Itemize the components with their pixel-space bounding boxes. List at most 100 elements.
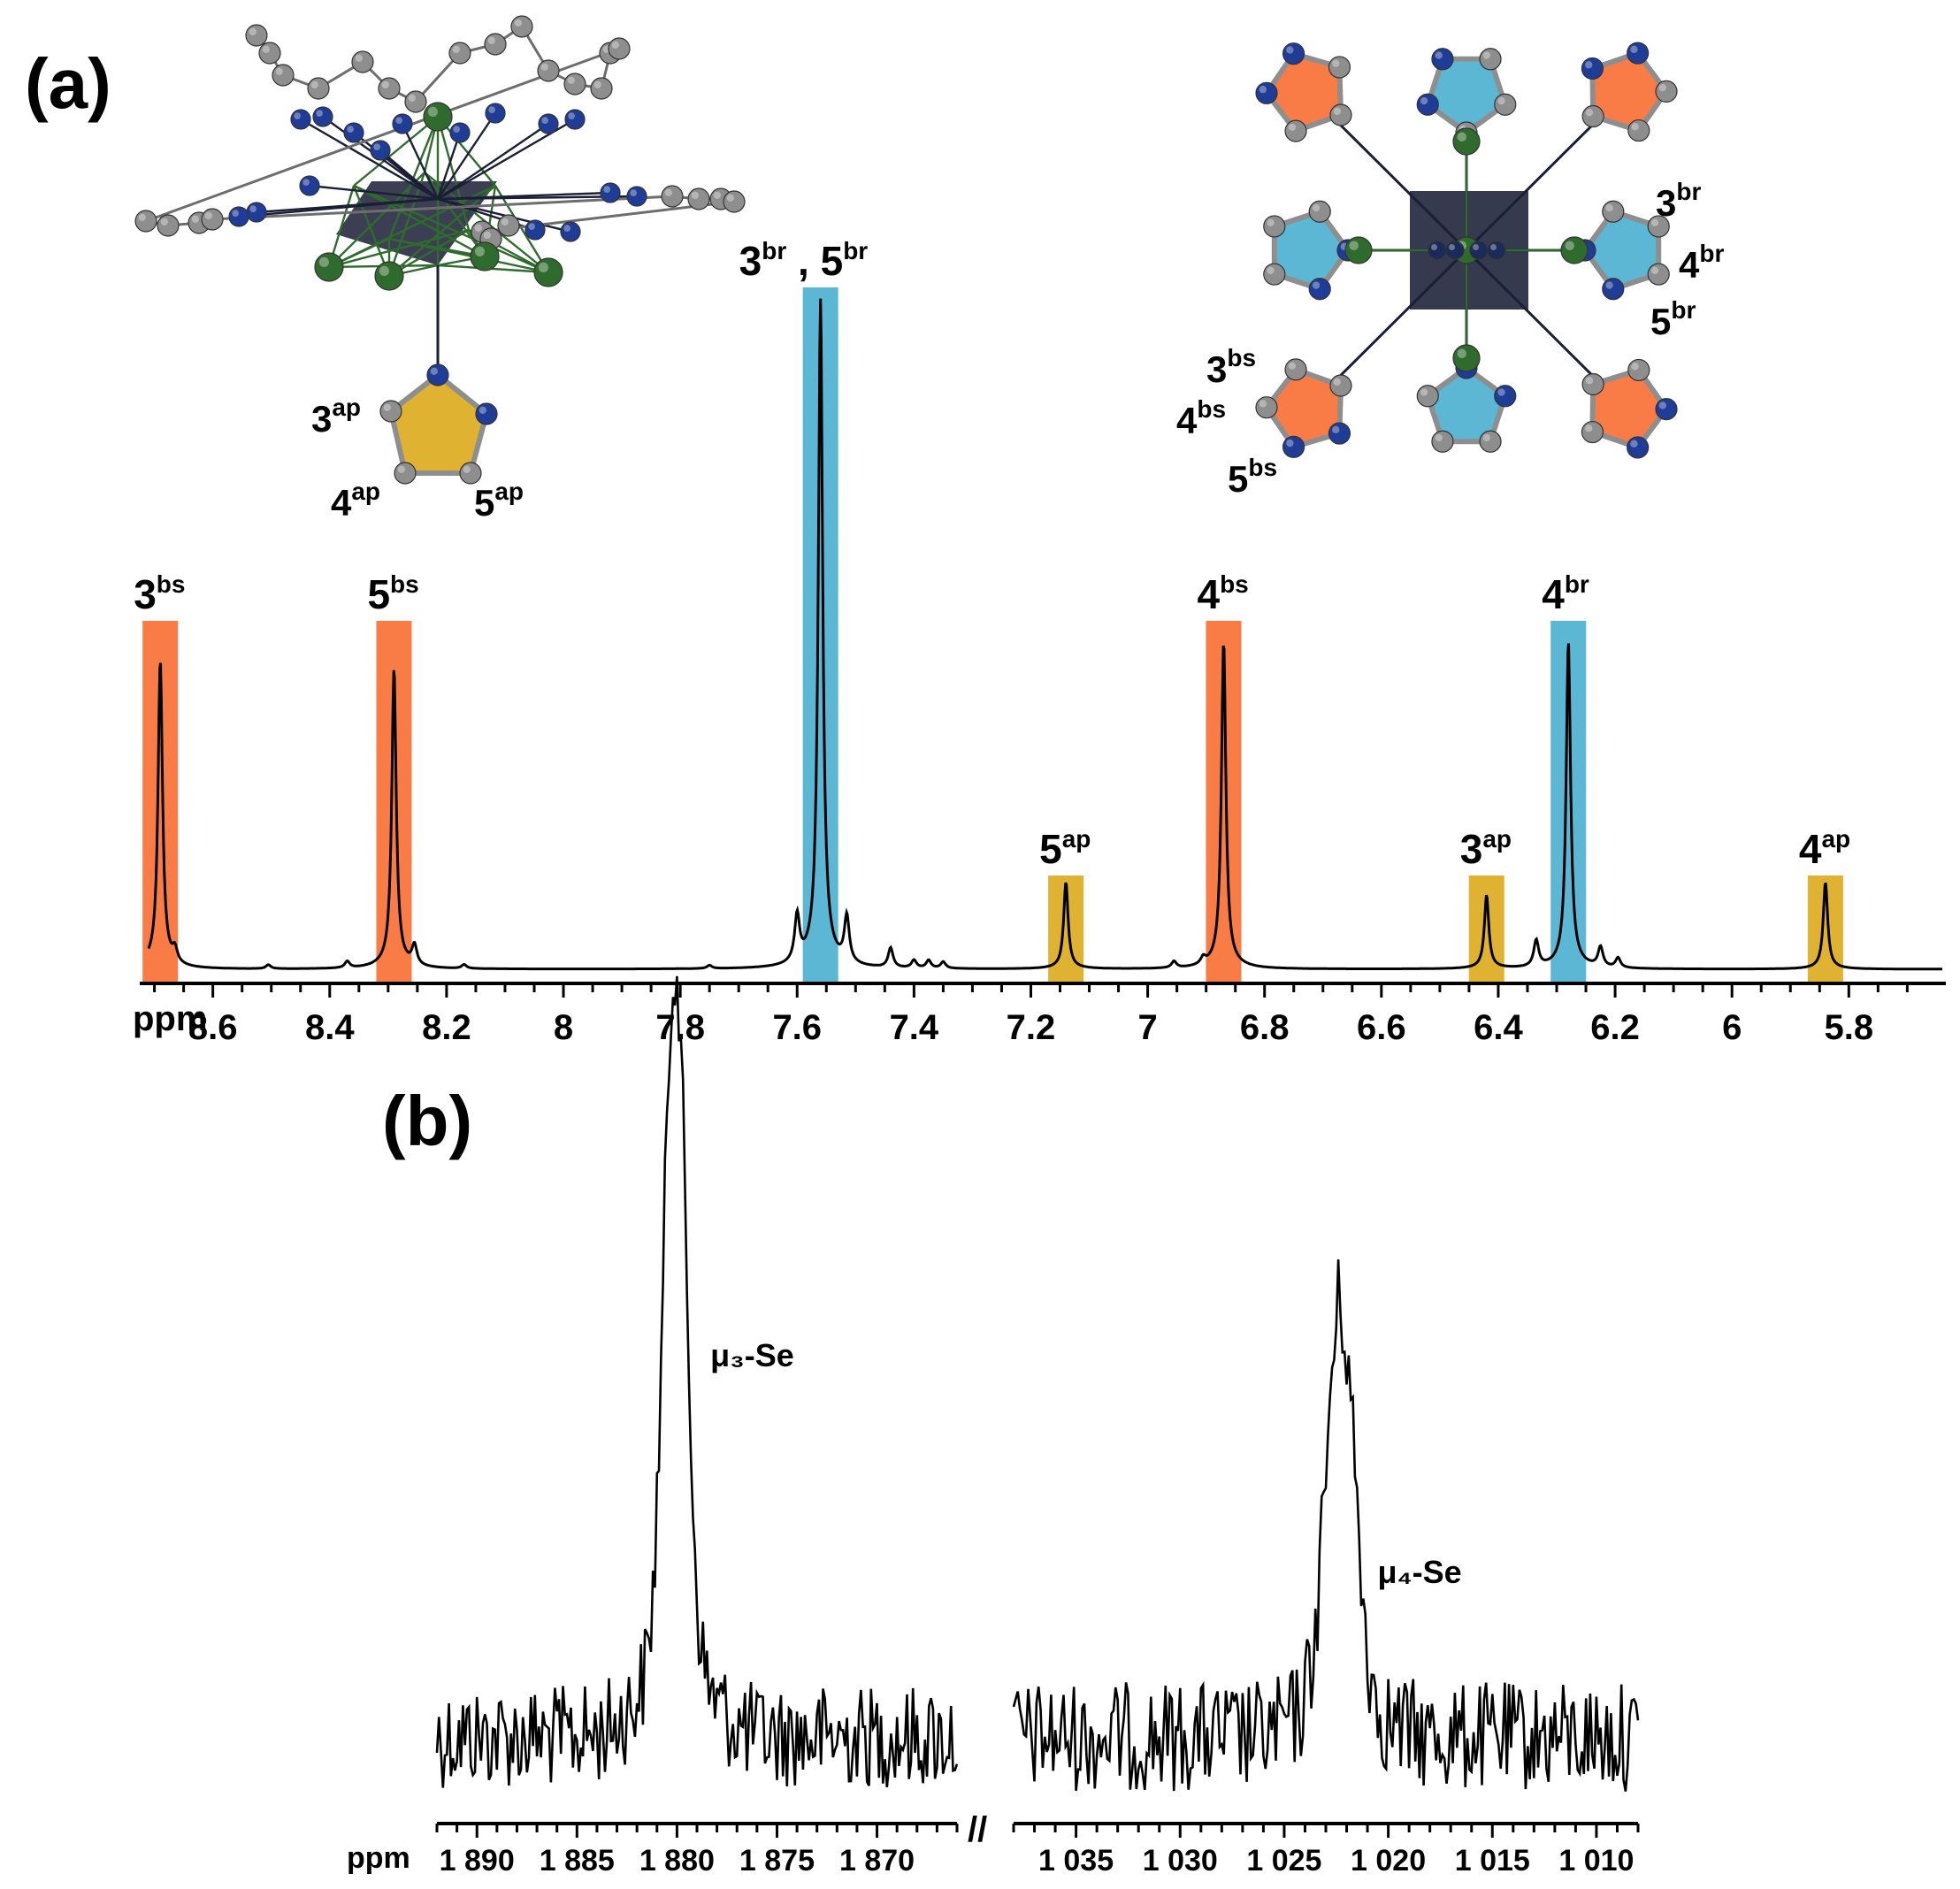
peak-label-5-sup: ap [1482, 825, 1512, 853]
carbon-atom-shine [1267, 266, 1275, 275]
nitrogen-atom-shine [603, 186, 611, 193]
cu-n-bond [437, 123, 549, 200]
nitrogen-atom [1431, 48, 1454, 71]
peak-label-4-base: 4 [1197, 571, 1220, 617]
nitrogen-atom-shine [1286, 46, 1294, 54]
mol-label-3bs-sup: bs [1227, 344, 1256, 371]
mol-label-3ap-sup: ap [332, 394, 361, 421]
nitrogen-atom [600, 182, 621, 203]
carbon-atom-shine [408, 94, 416, 103]
nitrogen-atom-shine [1259, 85, 1267, 94]
carbon-atom-shine [1650, 218, 1659, 226]
peak-label-3: 5ap [1039, 825, 1091, 872]
carbon-atom [307, 77, 330, 100]
mol-label-3bs-base: 3 [1206, 348, 1227, 390]
nitrogen-atom [1494, 385, 1517, 408]
carbon-atom-shine [1333, 107, 1341, 115]
spectrum-b-trace-left [435, 975, 959, 1788]
nitrogen-atom-shine [1435, 51, 1443, 59]
carbon-atom [1329, 103, 1352, 126]
carbon-atom [1431, 430, 1454, 453]
nitrogen-atom-shine [541, 117, 549, 124]
nitrogen-atom-shine [1449, 244, 1455, 250]
mol-label-3br: 3br [1656, 178, 1701, 224]
carbon-atom-shine [1482, 51, 1491, 59]
carbon-atom [1647, 263, 1670, 286]
x-tick-label-a: 7.2 [1007, 1008, 1056, 1047]
selenium-atom [533, 257, 563, 287]
selenium-atom-shine [538, 262, 549, 272]
mol-label-4bs-sup: bs [1197, 395, 1226, 423]
cu-n-bond [300, 118, 439, 201]
nitrogen-atom-shine [563, 225, 571, 232]
mol-label-4ap-sup: ap [351, 478, 380, 505]
peak-label-6: 4br [1542, 570, 1589, 617]
nitrogen-atom [392, 113, 413, 134]
mol-label-3ap: 3ap [311, 394, 361, 440]
nitrogen-atom [370, 140, 391, 161]
carbon-atom [245, 24, 268, 47]
selenium-atom-shine [1349, 241, 1359, 250]
nitrogen-atom [475, 402, 498, 425]
carbon-atom-shine [1259, 400, 1267, 408]
mol-label-5bs-sup: bs [1248, 454, 1277, 481]
carbon-atom [1328, 56, 1351, 79]
carbon-atom [1308, 200, 1331, 223]
carbon-atom-shine [1585, 109, 1594, 117]
nitrogen-atom-shine [249, 205, 256, 212]
carbon-atom-shine [1420, 388, 1428, 396]
x-tick-label-b: 1 035 [1038, 1844, 1114, 1878]
carbon-atom-shine [452, 45, 460, 53]
c-c-bond [211, 195, 673, 221]
carbon-atom [1255, 396, 1278, 419]
selenium-atom [1452, 344, 1481, 372]
carbon-atom-shine [1267, 218, 1275, 226]
nitrogen-atom-shine [1420, 96, 1428, 105]
x-axis-a-label: ppm [133, 999, 207, 1038]
carbon-atom [661, 185, 684, 208]
carbon-atom-shine [1332, 59, 1340, 67]
carbon-atom [378, 77, 401, 100]
carbon-atom-shine [204, 211, 212, 219]
mol-label-4br-base: 4 [1679, 244, 1700, 286]
x-tick-label-a: 7 [1137, 1008, 1157, 1047]
nitrogen-atom [1655, 398, 1678, 421]
peak-label-2-sep: , [786, 238, 820, 284]
carbon-atom-shine [191, 215, 199, 223]
peak-label-1-sup: bs [390, 570, 419, 598]
carbon-atom [351, 50, 374, 73]
carbon-atom [1602, 200, 1625, 223]
peak-label-4: 4bs [1197, 570, 1248, 617]
carbon-atom [608, 37, 631, 60]
x-tick-label-a: 6 [1722, 1008, 1742, 1047]
nitrogen-atom-shine [232, 210, 239, 217]
peak-annotation-b-0: μ₃-Se [710, 1337, 794, 1373]
carbon-atom [563, 73, 586, 96]
carbon-atom-shine [474, 224, 482, 232]
nitrogen-atom [1308, 278, 1331, 301]
carbon-atom [497, 214, 520, 237]
peak-label-0: 3bs [134, 570, 185, 617]
cu-n-bond [436, 132, 462, 200]
cu-n-bond [309, 184, 439, 201]
x-tick-label-a: 6.6 [1357, 1008, 1406, 1047]
x-tick-label-a: 6.4 [1474, 1008, 1523, 1047]
x-tick-label-a: 6.2 [1590, 1008, 1640, 1047]
carbon-atom-shine [1631, 363, 1639, 371]
cu-se-bond [353, 116, 439, 187]
nitrogen-atom-shine [488, 106, 496, 113]
nitrogen-atom-shine [1312, 281, 1321, 289]
nitrogen-atom [299, 175, 320, 196]
carbon-atom [1263, 215, 1286, 238]
peak-label-1: 5bs [367, 570, 418, 617]
x-axis-b-label: ppm [347, 1841, 410, 1875]
x-tick-label-b: 1 890 [440, 1844, 515, 1878]
x-tick-label-b: 1 875 [739, 1844, 815, 1878]
carbon-atom [723, 190, 746, 213]
peak-annotation-b-1: μ₄-Se [1377, 1554, 1461, 1590]
carbon-atom [1263, 263, 1286, 286]
